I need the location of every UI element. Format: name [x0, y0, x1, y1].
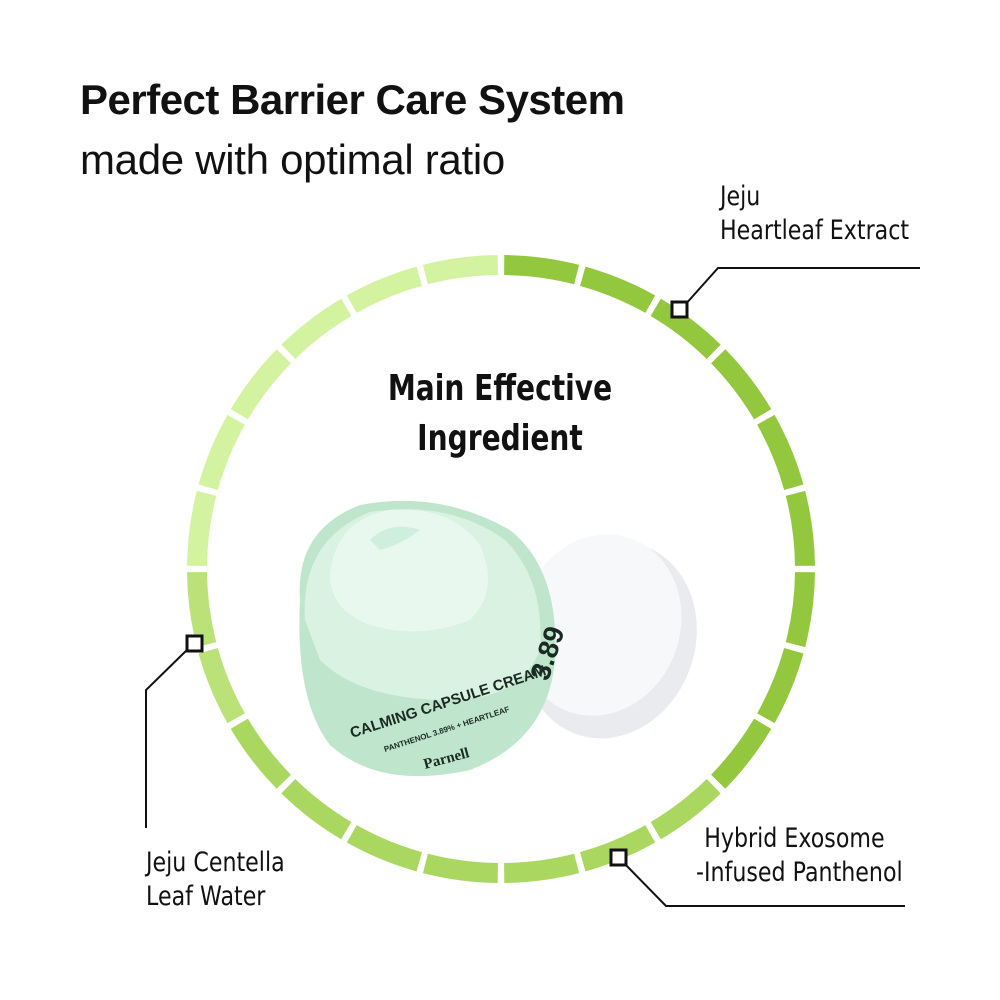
ring-segment	[187, 490, 217, 566]
ring-segment	[281, 779, 352, 840]
headline-title: Perfect Barrier Care System	[80, 76, 625, 123]
ring-segment	[711, 718, 772, 789]
ring-segment	[504, 853, 580, 883]
callout-panthenol: Hybrid Exosome -Infused Panthenol	[696, 822, 903, 890]
ring-segment	[580, 825, 656, 872]
leader-line-heartleaf	[683, 267, 920, 307]
marker-panthenol	[609, 848, 628, 867]
ring-segment	[650, 779, 721, 840]
callout-heartleaf: Jeju Heartleaf Extract	[720, 180, 909, 248]
ring-segment	[230, 349, 291, 420]
ring-segment	[650, 298, 721, 359]
jar-body: CALMING CAPSULE CREAM PANTHENOL 3.89% + …	[299, 500, 571, 777]
ring-segment	[785, 490, 815, 566]
center-heading-line2: Ingredient	[417, 418, 583, 459]
ring-segment	[422, 255, 498, 285]
ring-segment	[757, 414, 804, 490]
ring-segment	[346, 825, 422, 872]
callout-centella: Jeju Centella Leaf Water	[146, 846, 285, 914]
leader-line-panthenol	[621, 860, 905, 907]
ring-segment	[198, 648, 245, 724]
marker-heartleaf	[670, 300, 689, 319]
callout-panthenol-line2: -Infused Panthenol	[696, 857, 903, 888]
marker-centella	[185, 634, 204, 653]
callout-centella-line1: Jeju Centella	[146, 847, 285, 878]
callout-heartleaf-line1: Jeju	[720, 181, 761, 212]
ring-segment	[711, 349, 772, 420]
headline-subtitle: made with optimal ratio	[80, 136, 505, 183]
ring-segment	[187, 572, 217, 648]
ring-segment	[198, 414, 245, 490]
ring-segment	[281, 298, 352, 359]
ring-segment	[785, 572, 815, 648]
center-heading-line1: Main Effective	[387, 368, 613, 409]
jar-lid	[518, 534, 697, 739]
ring-segment	[422, 853, 498, 883]
leader-line-centella	[145, 646, 191, 828]
callout-heartleaf-line2: Heartleaf Extract	[720, 215, 910, 246]
ring-segment	[230, 718, 291, 789]
ring-segment	[346, 266, 422, 313]
ring-segment	[580, 266, 656, 313]
callout-centella-line2: Leaf Water	[146, 881, 266, 912]
segmented-ring	[187, 255, 815, 883]
ring-segment	[757, 648, 804, 724]
ring-segment	[504, 255, 580, 285]
product-image: CALMING CAPSULE CREAM PANTHENOL 3.89% + …	[299, 500, 697, 777]
callout-panthenol-line1: Hybrid Exosome	[704, 823, 885, 854]
